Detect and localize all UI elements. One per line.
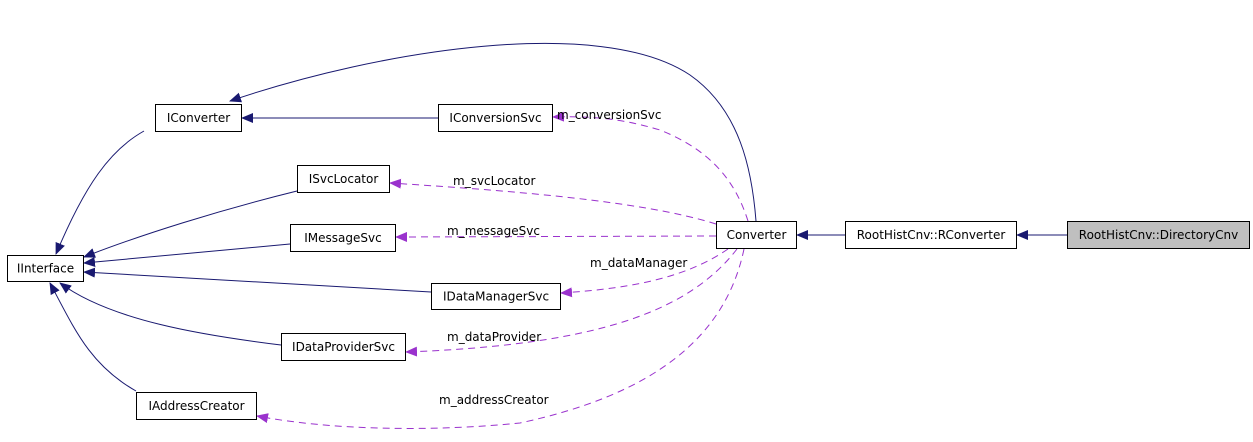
edge-idataprovidersvc-to-iinterface [59,282,282,346]
node-label: IConverter [167,111,230,125]
label-addresscreator: m_addressCreator [439,393,549,407]
node-iaddresscreator[interactable]: IAddressCreator [136,392,257,420]
node-label: ISvcLocator [309,172,379,186]
node-label: IAddressCreator [148,399,244,413]
node-converter[interactable]: Converter [716,221,797,249]
edge-usage-messagesvc [395,231,717,242]
edge-usage-conversionsvc [552,111,749,222]
label-dataprovider: m_dataProvider [447,330,541,344]
label-datamanager: m_dataManager [590,256,687,270]
edge-idatamanagersvc-to-iinterface [83,267,432,293]
node-label: RootHistCnv::RConverter [857,228,1006,242]
label-conversionsvc: m_conversionSvc [557,108,662,122]
node-label: Converter [727,228,787,242]
node-label: IMessageSvc [304,231,381,245]
edge-imessagesvc-to-iinterface [83,243,291,267]
node-iconverter[interactable]: IConverter [155,104,242,132]
node-directorycnv: RootHistCnv::DirectoryCnv [1067,221,1250,249]
node-label: IDataManagerSvc [443,290,549,304]
node-idatamanagersvc[interactable]: IDataManagerSvc [431,283,561,310]
edge-usage-addresscreator [256,248,745,429]
edge-usage-dataprovider [405,248,738,357]
node-label: IConversionSvc [449,111,541,125]
edge-labels: m_conversionSvc m_svcLocator m_messageSv… [439,108,687,407]
node-rconverter[interactable]: RootHistCnv::RConverter [845,221,1017,249]
node-iconversionsvc[interactable]: IConversionSvc [438,104,553,132]
node-label: IInterface [17,262,74,276]
label-messagesvc: m_messageSvc [447,224,540,238]
edge-iconverter-to-iinterface [55,130,145,255]
edge-converter-to-iconverter [229,42,757,222]
node-iinterface[interactable]: IInterface [7,255,84,282]
label-svclocator: m_svcLocator [453,174,535,188]
node-isvclocator[interactable]: ISvcLocator [297,165,390,193]
edge-usage-datamanager [560,248,729,298]
edge-usage-svclocator [389,178,717,225]
edge-iaddresscreator-to-iinterface [49,282,137,392]
usage-edges [256,111,749,429]
inheritance-edges [49,42,1067,392]
node-idataprovidersvc[interactable]: IDataProviderSvc [281,333,406,361]
node-imessagesvc[interactable]: IMessageSvc [290,224,396,252]
edge-isvclocator-to-iinterface [83,190,298,258]
node-label: IDataProviderSvc [292,340,395,354]
node-label: RootHistCnv::DirectoryCnv [1079,228,1238,242]
